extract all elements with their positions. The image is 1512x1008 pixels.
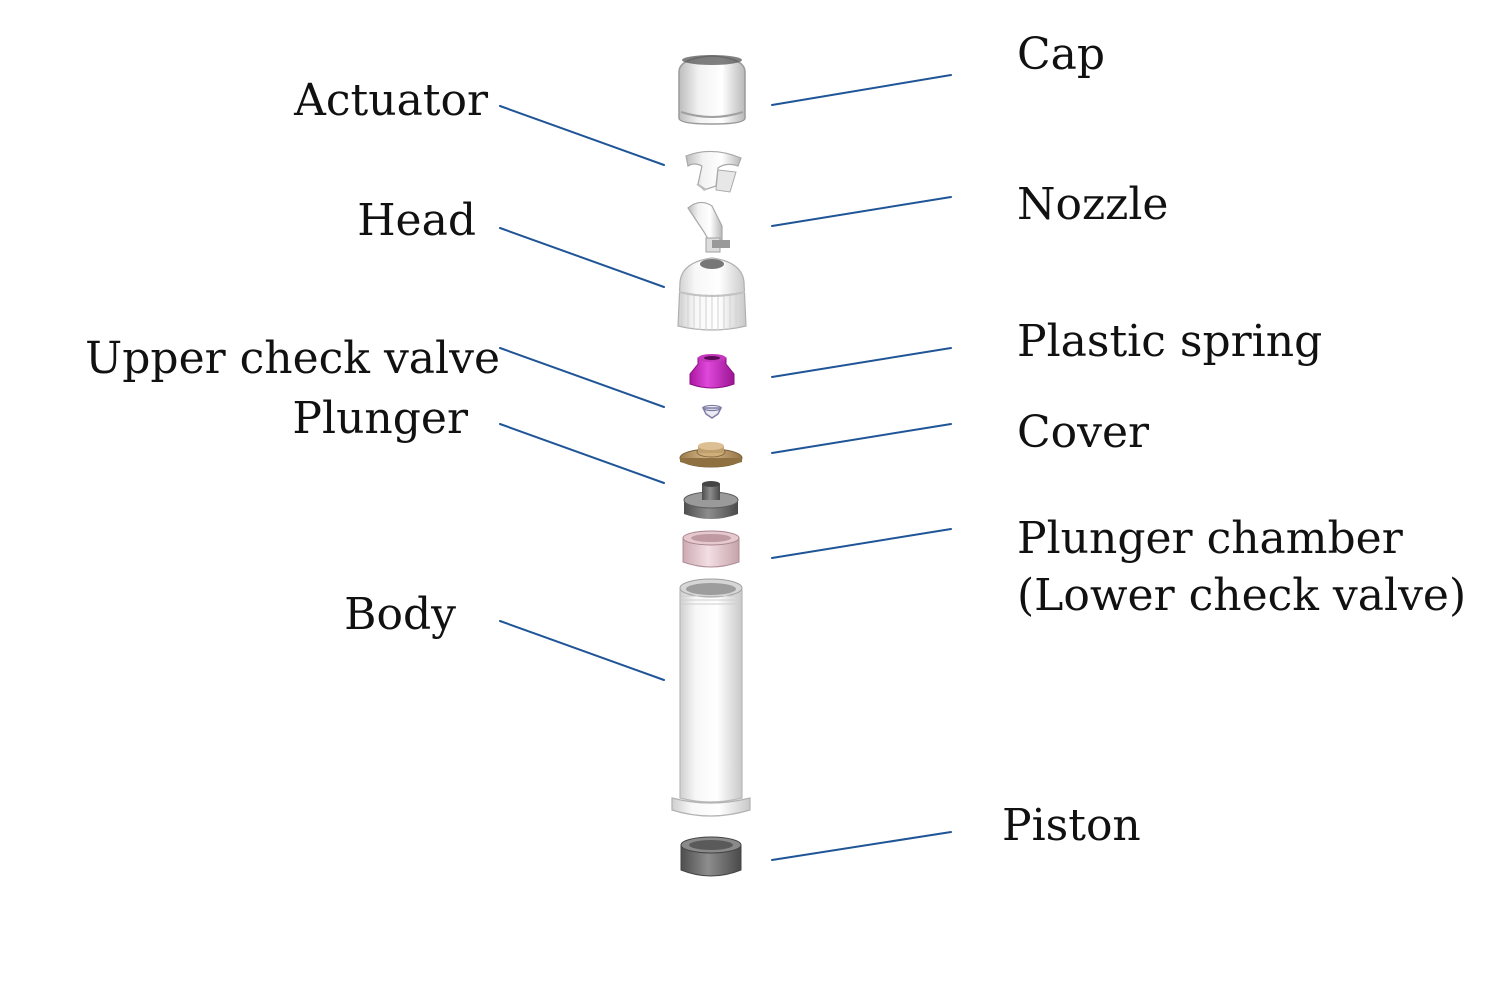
label-plunger: Plunger — [292, 393, 468, 444]
leader-plunger — [499, 423, 665, 484]
label-actuator: Actuator — [294, 75, 488, 126]
leader-upper-check-valve — [499, 347, 665, 408]
cap-part — [678, 55, 746, 125]
body-part — [671, 578, 751, 817]
label-upper-check-valve: Upper check valve — [85, 333, 500, 384]
label-lower-check-valve: (Lower check valve) — [1017, 570, 1467, 621]
label-body: Body — [344, 589, 456, 640]
plunger-chamber-part — [682, 530, 740, 568]
leader-nozzle — [771, 196, 952, 227]
leader-cover — [771, 423, 952, 454]
plunger-part — [683, 481, 739, 519]
label-piston: Piston — [1002, 800, 1141, 851]
nozzle-part — [687, 201, 730, 253]
label-cap: Cap — [1017, 29, 1106, 80]
leader-body — [499, 620, 665, 681]
plastic-spring-part — [689, 354, 735, 389]
leader-head — [499, 227, 665, 288]
leader-plastic-spring — [771, 347, 952, 378]
leader-plunger-chamber — [771, 528, 952, 559]
piston-part — [680, 836, 742, 877]
cover-part — [679, 442, 743, 468]
label-plunger-chamber: Plunger chamber — [1017, 513, 1403, 564]
label-head: Head — [357, 195, 476, 246]
leader-lines — [499, 74, 952, 861]
head-part — [677, 257, 747, 331]
label-nozzle: Nozzle — [1017, 179, 1169, 230]
leader-cap — [771, 74, 952, 106]
label-plastic-spring: Plastic spring — [1017, 316, 1323, 367]
leader-piston — [771, 831, 952, 861]
leader-actuator — [499, 105, 665, 166]
actuator-part — [685, 150, 742, 193]
label-cover: Cover — [1017, 407, 1150, 458]
upper-check-valve-part — [701, 404, 723, 419]
